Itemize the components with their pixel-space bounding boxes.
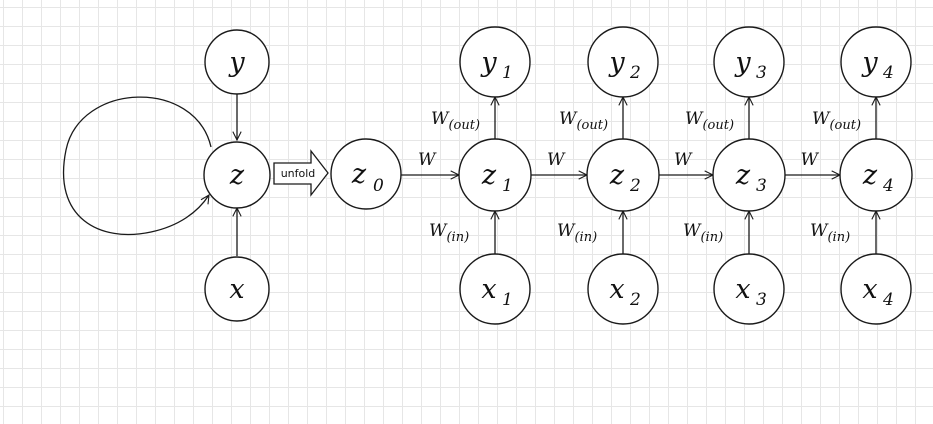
node-z3-sub: 3 [756, 176, 767, 196]
weight-w-3-base: W [674, 150, 693, 170]
unfold-label: unfold [281, 167, 316, 180]
node-x3-sub: 3 [756, 290, 767, 310]
weight-in-4-base: W [810, 221, 829, 241]
weight-in-3-base: W [683, 221, 702, 241]
self-loop-edge [62, 96, 212, 236]
node-z-label: z [229, 160, 245, 191]
weight-in-1-sub: (in) [446, 230, 469, 245]
weight-out-3: W(out) [685, 109, 734, 133]
weight-w-4: W [801, 150, 820, 170]
weight-w-1-base: W [418, 150, 437, 170]
node-x2-label: x [609, 274, 624, 305]
node-y2-label: y [608, 47, 625, 78]
node-y4-sub: 4 [882, 63, 894, 83]
weight-out-3-base: W [685, 109, 704, 129]
weight-in-2: W(in) [557, 221, 597, 245]
weight-in-2-base: W [557, 221, 576, 241]
node-z4-sub: 4 [882, 176, 894, 196]
node-z4-label: z [862, 160, 878, 191]
node-y-label: y [228, 47, 245, 78]
folded-network: y z x [62, 29, 271, 322]
node-x4-label: x [862, 274, 877, 305]
unfold-arrow: unfold [273, 149, 329, 197]
node-z0-label: z [351, 159, 367, 190]
node-y4-label: y [861, 47, 878, 78]
node-y2-sub: 2 [629, 63, 641, 83]
node-x1-sub: 1 [502, 290, 513, 310]
weight-w-2: W [547, 150, 566, 170]
weight-out-2-base: W [559, 109, 578, 129]
weight-out-4-sub: (out) [829, 118, 861, 133]
weight-in-4: W(in) [810, 221, 850, 245]
node-z0: z 0 [330, 138, 402, 210]
weight-out-1: W(out) [431, 109, 480, 133]
node-x-label: x [229, 274, 244, 305]
weight-out-1-sub: (out) [448, 118, 480, 133]
weight-out-3-sub: (out) [702, 118, 734, 133]
node-y: y [204, 29, 270, 95]
node-z: z [203, 141, 271, 209]
weight-out-4: W(out) [812, 109, 861, 133]
node-z2-sub: 2 [629, 176, 641, 196]
weight-out-2-sub: (out) [576, 118, 608, 133]
node-z0-sub: 0 [373, 176, 384, 196]
node-x1-label: x [481, 274, 496, 305]
node-y3-sub: 3 [756, 63, 767, 83]
node-z2-label: z [609, 160, 625, 191]
weight-w-3: W [674, 150, 693, 170]
weight-w-1: W [418, 150, 437, 170]
weight-out-2: W(out) [559, 109, 608, 133]
weight-in-2-sub: (in) [574, 230, 597, 245]
weight-in-3: W(in) [683, 221, 723, 245]
node-x3-label: x [735, 274, 750, 305]
weight-in-4-sub: (in) [827, 230, 850, 245]
node-x2-sub: 2 [629, 290, 641, 310]
node-x4-sub: 4 [882, 290, 894, 310]
weight-in-1: W(in) [429, 221, 469, 245]
node-y1-sub: 1 [502, 63, 513, 83]
weight-out-1-base: W [431, 109, 450, 129]
weight-w-4-base: W [801, 150, 820, 170]
node-x: x [204, 256, 270, 322]
node-z1-sub: 1 [502, 176, 513, 196]
node-z1-label: z [481, 160, 497, 191]
weight-out-4-base: W [812, 109, 831, 129]
node-z3-label: z [735, 160, 751, 191]
weight-w-2-base: W [547, 150, 566, 170]
node-y3-label: y [734, 47, 751, 78]
weight-in-1-base: W [429, 221, 448, 241]
node-y1-label: y [480, 47, 497, 78]
weight-in-3-sub: (in) [700, 230, 723, 245]
